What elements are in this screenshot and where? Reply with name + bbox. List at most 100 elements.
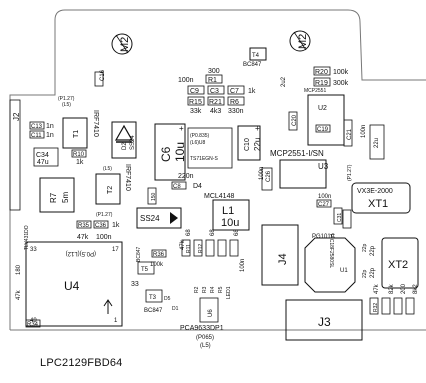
d4-part: MCL4148 <box>204 193 234 200</box>
mounting-left-label: M2 <box>119 37 131 52</box>
crystal-xt1: VX3E-2000 XT1 <box>351 182 411 214</box>
svg-text:J2: J2 <box>12 112 21 121</box>
r3-label: R3 <box>202 286 208 293</box>
chip-u1-pic: PIC18F2580SL U1 <box>304 234 356 293</box>
r-47k-a: 47k <box>16 289 22 300</box>
pkg-label-right: (P1.27) <box>347 164 353 181</box>
svg-text:33k: 33k <box>190 108 202 115</box>
cap-c16-right <box>342 209 352 229</box>
svg-text:R15: R15 <box>189 99 202 106</box>
svg-text:BC847: BC847 <box>144 308 163 314</box>
svg-text:300k: 300k <box>333 80 349 87</box>
svg-text:22p: 22p <box>362 243 368 252</box>
inductor-l1: L1 10u <box>212 199 250 231</box>
cap-c19: C19 <box>315 124 331 133</box>
svg-text:330n: 330n <box>228 108 244 115</box>
svg-text:T2: T2 <box>107 186 114 194</box>
svg-text:IRF7410: IRF7410 <box>124 164 131 191</box>
svg-text:T1: T1 <box>73 130 80 138</box>
c-100n-label: 100n <box>178 77 194 84</box>
cap-c3: C3 <box>207 85 225 95</box>
svg-text:5m: 5m <box>61 192 70 203</box>
svg-text:BC847: BC847 <box>136 246 142 262</box>
svg-text:C6: C6 <box>159 146 173 162</box>
svg-text:1: 1 <box>114 318 118 324</box>
chip-u6: U6 <box>199 297 219 323</box>
resistor-row-right <box>381 297 415 315</box>
c8-value: 220n <box>178 173 194 180</box>
svg-text:100n: 100n <box>259 167 265 180</box>
led1-label: LED1 <box>226 286 232 299</box>
svg-text:SS24: SS24 <box>140 214 160 223</box>
crystal-xt2: XT2 <box>381 237 419 289</box>
svg-text:33: 33 <box>30 247 37 253</box>
svg-text:R34: R34 <box>27 322 39 328</box>
svg-text:(P1.27): (P1.27) <box>96 212 113 218</box>
cap-22u-right: 22u <box>369 124 385 160</box>
cap-c8: C8 <box>171 181 187 190</box>
r1-value: 300 <box>208 68 220 75</box>
svg-text:1n: 1n <box>46 123 54 130</box>
cap-c34: C34 47u <box>33 147 59 167</box>
transistor-t3: T3 BC847 <box>144 289 163 314</box>
resistor-r19: R19 300k <box>313 77 349 87</box>
svg-text:TS71EGN-S: TS71EGN-S <box>190 156 218 162</box>
svg-text:49: 49 <box>30 318 37 324</box>
connector-j2: J2 <box>9 99 21 211</box>
pg101c-label: PG101C <box>312 234 336 240</box>
svg-text:IRF7410: IRF7410 <box>92 110 99 137</box>
svg-text:100n: 100n <box>318 194 331 200</box>
cap-c9: C9 <box>187 85 205 95</box>
svg-text:C19: C19 <box>317 127 329 133</box>
svg-text:T5: T5 <box>141 267 149 273</box>
r2-label: R2 <box>194 286 200 293</box>
svg-text:J4: J4 <box>277 253 289 265</box>
svg-text:R35: R35 <box>78 223 90 229</box>
svg-text:C34: C34 <box>36 152 49 159</box>
svg-text:BC847: BC847 <box>243 62 262 68</box>
svg-text:(L6)U8: (L6)U8 <box>190 140 206 146</box>
diode-d3: SS24 <box>136 207 182 229</box>
svg-text:XT1: XT1 <box>368 198 388 210</box>
svg-text:(L5): (L5) <box>62 102 71 108</box>
svg-text:C21: C21 <box>347 128 353 140</box>
resistor-r32: R32 47k <box>369 283 380 315</box>
svg-text:17: 17 <box>112 247 119 253</box>
svg-text:+: + <box>179 124 184 133</box>
transistor-t5: T5 BC847 <box>136 246 155 275</box>
svg-text:U4: U4 <box>64 279 80 293</box>
cap-c7: C7 <box>227 85 245 95</box>
svg-text:U1: U1 <box>340 268 348 274</box>
cap-c11: C11 1n <box>29 130 54 139</box>
svg-text:SS24: SS24 <box>130 135 136 150</box>
r12-label: R12 <box>198 244 204 253</box>
resistor-r7: R7 5m <box>39 177 75 213</box>
transistor-t4: T4 BC847 <box>243 47 267 68</box>
svg-text:150: 150 <box>151 192 157 201</box>
cap-c36: C36 100n <box>93 220 112 241</box>
svg-text:(P1.27): (P1.27) <box>58 96 75 102</box>
cap-c16: C16 <box>94 69 106 87</box>
chip-u8: (P0.835) (L6)U8 TS71EGN-S <box>187 127 233 169</box>
svg-text:R32: R32 <box>373 303 379 312</box>
svg-text:(P0.835): (P0.835) <box>190 133 210 139</box>
svg-text:C10: C10 <box>244 138 251 151</box>
connector-j4: J4 <box>261 224 299 286</box>
svg-text:47k: 47k <box>77 234 89 241</box>
svg-text:100n: 100n <box>96 234 112 241</box>
svg-text:J3: J3 <box>318 315 331 329</box>
r-33: 33 <box>131 281 139 288</box>
svg-text:C20: C20 <box>292 114 298 126</box>
svg-text:D2: D2 <box>122 142 128 150</box>
svg-text:1n: 1n <box>46 132 54 139</box>
u4-side-label: TLV431DO <box>24 225 30 250</box>
chip-u2: MCP2551 U2 <box>304 88 345 146</box>
svg-text:R20: R20 <box>315 69 328 76</box>
r4-label: R4 <box>210 286 216 293</box>
svg-text:T3: T3 <box>149 295 157 301</box>
cap-c-22p-3: 22p 22p <box>362 243 368 278</box>
r-68-c: 68 <box>234 229 240 236</box>
svg-text:R10: R10 <box>73 152 85 158</box>
